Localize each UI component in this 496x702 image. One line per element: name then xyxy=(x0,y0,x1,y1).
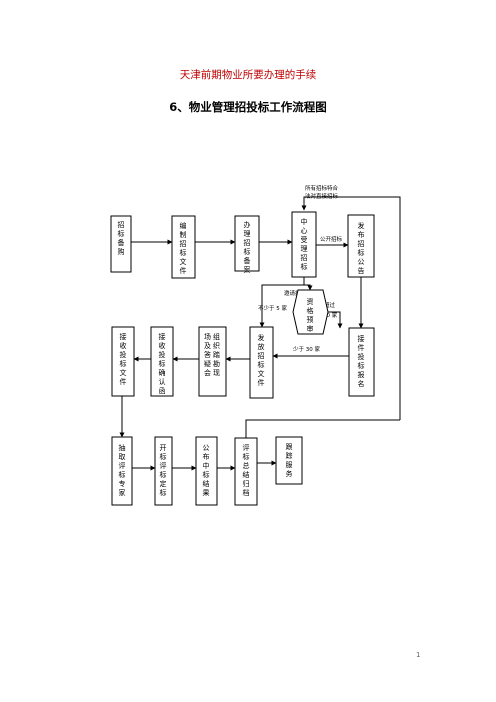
node-select-experts: 抽取评标专家 xyxy=(119,443,126,497)
node-issue-docs: 发放招标文件 xyxy=(258,333,265,387)
connector-invite-n8 xyxy=(259,284,304,328)
connector-n6-n7 xyxy=(323,311,343,329)
node-prequalification: 资格预审 xyxy=(307,297,314,333)
section-title: 6、物业管理招投标工作流程图 xyxy=(169,100,327,114)
connector-n4-n6 xyxy=(303,277,313,291)
flowchart-node-texts: 招标备购 编制招标文件 办理招标备案 中心受理招标 发布招标公告 资格预审 接件… xyxy=(118,217,365,497)
label-open-tender: 公开招标 xyxy=(320,235,343,243)
node-compile-docs: 编制招标文件 xyxy=(180,221,187,275)
label-over-30-a: 超过 xyxy=(324,301,336,309)
node-announce-result: 公布中标结果 xyxy=(203,444,210,497)
page-number: 1 xyxy=(416,651,421,659)
label-top-note-2: 法对直接招标 xyxy=(305,192,339,200)
node-receive-bids: 接收投标文件 xyxy=(120,332,127,386)
flowchart-nodes xyxy=(110,211,375,506)
node-publish-notice: 发布招标公告 xyxy=(358,221,365,275)
node-bid-registration: 接件投标报名 xyxy=(358,334,365,388)
node-confirmation-letter: 接收投标确认函 xyxy=(159,332,166,395)
node-follow-up: 跟踪服务 xyxy=(286,443,293,478)
node-bidding-prep: 招标备购 xyxy=(118,220,125,256)
label-not-less-5: 不少于 5 家 xyxy=(258,304,287,312)
flowchart-connectors xyxy=(119,196,401,471)
label-over-30-b: 30 家 xyxy=(323,311,338,319)
connector-loop-bottom xyxy=(245,419,400,438)
document-title: 天津前期物业所要办理的手续 xyxy=(179,69,317,81)
label-top-note-1: 所有招标特合 xyxy=(305,184,339,192)
label-less-30: 少于 30 家 xyxy=(293,345,320,353)
connector-loop-top xyxy=(301,196,401,420)
node-archive: 评标总结归档 xyxy=(243,444,250,497)
node-center-accept: 中心受理招标 xyxy=(301,217,308,271)
node-site-visit: 组织踏勘现场及答疑会 xyxy=(204,332,220,377)
label-invite-tender: 邀请招标 xyxy=(284,289,307,297)
flowchart-labels: 所有招标特合 法对直接招标 公开招标 邀请招标 不少于 5 家 超过 30 家 … xyxy=(258,184,343,353)
node-evaluation: 开标评标定标 xyxy=(160,444,167,497)
node-filing: 办理招标备案 xyxy=(244,220,251,274)
